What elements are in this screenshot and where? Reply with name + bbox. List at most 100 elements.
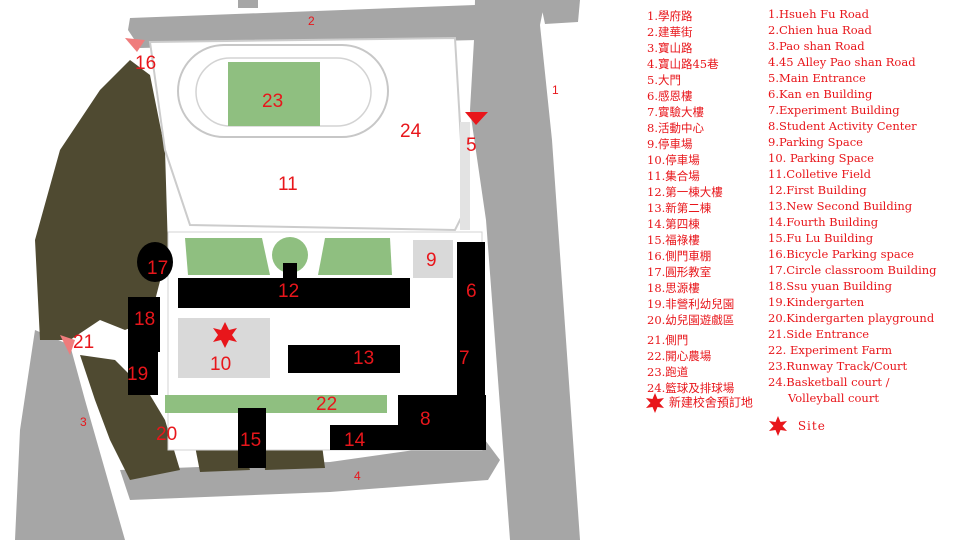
lawn-circle (272, 237, 308, 273)
legend-zh-item: 2.建華街 (647, 25, 693, 39)
label-8: 8 (420, 409, 431, 430)
label-11: 11 (278, 174, 298, 195)
legend-zh-item: 16.側門車棚 (647, 249, 712, 263)
marker-21-icon (60, 335, 75, 355)
legend-en-item: 16.Bicycle Parking space (768, 247, 914, 261)
building-12-tower (283, 263, 297, 283)
legend-en-site: Site (768, 416, 826, 436)
legend-en-item: 20.Kindergarten playground (768, 311, 935, 325)
legend-en-item: 2.Chien hua Road (768, 23, 872, 37)
legend-zh-item: 10.停車場 (647, 153, 700, 167)
site-star-icon (213, 322, 237, 348)
legend-english: 1.Hsueh Fu Road 2.Chien hua Road 3.Pao s… (768, 6, 937, 406)
road-3-pao-shan (15, 330, 125, 540)
legend-zh-item: 19.非營利幼兒園 (647, 297, 735, 311)
entrance-gate (460, 122, 470, 230)
legend-zh-item: 3.寶山路 (647, 41, 693, 55)
legend-en-item: 13.New Second Building (768, 199, 913, 213)
legend-en-item: 7.Experiment Building (768, 103, 900, 117)
road-top-stub (238, 0, 258, 8)
legend-zh-item: 15.福祿樓 (647, 233, 700, 247)
label-2: 2 (308, 14, 315, 28)
legend-zh-item: 4.寶山路45巷 (647, 57, 719, 71)
legend-zh-item: 6.感恩樓 (647, 89, 693, 103)
legend-zh-item: 8.活動中心 (647, 121, 704, 135)
label-5: 5 (466, 135, 477, 156)
road-2-chien-hua (128, 5, 478, 48)
label-21: 21 (73, 332, 94, 353)
building-6 (457, 242, 485, 332)
legend-en-item: 11.Colletive Field (768, 167, 871, 181)
legend-en-item: 5.Main Entrance (768, 71, 866, 85)
legend-zh-item: 7.實驗大樓 (647, 105, 704, 119)
legend-en-item: Volleyball court (788, 391, 879, 405)
label-14: 14 (344, 430, 366, 451)
label-7: 7 (459, 348, 470, 369)
legend-en-item: 24.Basketball court / (768, 375, 890, 389)
building-15 (238, 408, 266, 468)
label-1: 1 (552, 83, 559, 97)
label-16: 16 (135, 53, 156, 74)
legend-zh-item: 22.開心農場 (647, 349, 712, 363)
legend-en-item: 4.45 Alley Pao shan Road (768, 55, 916, 69)
building-18 (128, 297, 160, 352)
legend-en-item: 17.Circle classroom Building (768, 263, 937, 277)
building-19 (128, 350, 158, 395)
legend-en-item: 12.First Building (768, 183, 867, 197)
legend-en-item: 3.Pao shan Road (768, 39, 865, 53)
legend-en-item: 14.Fourth Building (768, 215, 879, 229)
legend-zh-item: 24.籃球及排球場 (647, 381, 735, 395)
legend-en-item: 18.Ssu yuan Building (768, 279, 892, 293)
legend-en-item: 10. Parking Space (768, 151, 874, 165)
legend-en-item: 19.Kindergarten (768, 295, 865, 309)
lawn-right (318, 238, 392, 275)
lawn-left (185, 238, 270, 275)
label-23: 23 (262, 91, 283, 112)
legend-zh-site: 新建校舍預訂地 (645, 393, 753, 413)
legend-zh-item: 21.側門 (647, 333, 689, 347)
building-14 (330, 425, 410, 450)
label-19: 19 (127, 364, 148, 385)
road-1-hsueh-fu (470, 0, 580, 540)
legend-en-item: 6.Kan en Building (768, 87, 873, 101)
site-star-icon (769, 416, 787, 436)
legend-en-item: 8.Student Activity Center (768, 119, 917, 133)
forest-area (35, 60, 168, 340)
label-22: 22 (316, 394, 337, 415)
legend-zh-item: 12.第一棟大樓 (647, 185, 723, 199)
forest-south (80, 355, 180, 480)
marker-5-icon (465, 112, 488, 125)
legend-en-item: 22. Experiment Farm (768, 343, 893, 357)
legend-zh-item: 17.圓形教室 (647, 265, 712, 279)
label-3: 3 (80, 415, 87, 429)
legend-en-item: 21.Side Entrance (768, 327, 870, 341)
legend-zh-item: 11.集合場 (647, 169, 700, 183)
legend-en-item: 9.Parking Space (768, 135, 863, 149)
legend-en-item: 15.Fu Lu Building (768, 231, 874, 245)
building-7 (457, 330, 485, 395)
marker-16-icon (125, 38, 145, 52)
label-18: 18 (134, 309, 155, 330)
legend-chinese: 1.學府路 2.建華街 3.寶山路 4.寶山路45巷 5.大門 6.感恩樓 7.… (647, 8, 734, 396)
building-13 (288, 345, 400, 373)
label-15: 15 (240, 430, 261, 451)
building-8 (398, 395, 486, 450)
road-top-right (540, 0, 580, 24)
track-field (228, 62, 320, 126)
legend-zh-site-label: 新建校舍預訂地 (668, 395, 753, 410)
legend-zh-item: 9.停車場 (647, 137, 693, 151)
label-10: 10 (210, 354, 231, 375)
farm-22 (165, 395, 387, 413)
parking-9 (413, 240, 453, 278)
site-star-icon (646, 393, 664, 413)
label-6: 6 (466, 281, 477, 302)
label-17: 17 (147, 258, 168, 279)
buildings (128, 242, 486, 468)
legend-en-item: 1.Hsueh Fu Road (768, 7, 870, 21)
legend-en-site-label: Site (797, 418, 826, 433)
legend-zh-item: 5.大門 (647, 73, 681, 87)
label-20: 20 (156, 424, 177, 445)
label-9: 9 (426, 250, 437, 271)
road-4-alley-pao-shan (120, 440, 500, 500)
label-13: 13 (353, 348, 374, 369)
